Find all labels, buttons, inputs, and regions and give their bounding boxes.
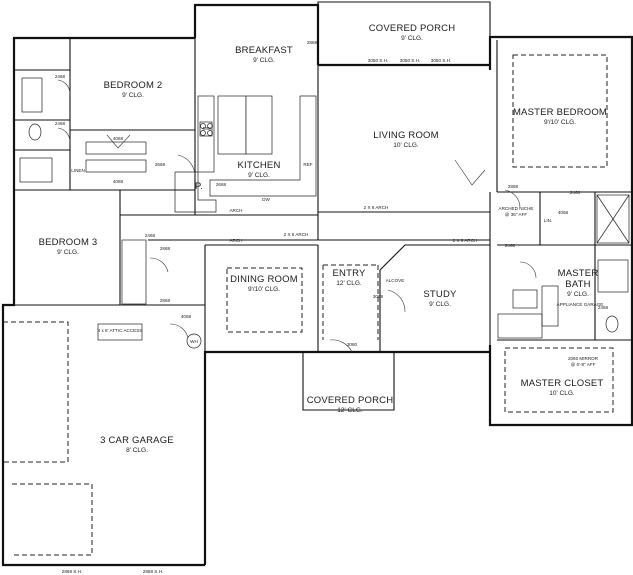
ceiling-outlines — [3, 54, 614, 556]
arch-label: 2 X 6 ARCH — [284, 232, 309, 237]
linen-label: LIN. — [544, 218, 552, 223]
door-label: 2468 — [505, 243, 516, 248]
room-covered-porch-top: COVERED PORCH 9' CLG. — [369, 23, 456, 42]
room-entry: ENTRY 12' CLG. — [332, 268, 365, 287]
covered-porch-front-clg: 12' CLG. — [337, 407, 363, 414]
door-label: 2468 — [145, 233, 156, 238]
kitchen-clg: 9' CLG. — [248, 172, 270, 179]
living-room-clg: 10' CLG. — [393, 142, 419, 149]
door-label: 2868 — [160, 298, 171, 303]
window-label: 3050 S.H. — [368, 58, 388, 63]
study-clg: 9' CLG. — [429, 301, 451, 308]
master-bedroom-name: MASTER BEDROOM — [513, 107, 607, 118]
room-bedroom-3: BEDROOM 3 9' CLG. — [39, 237, 98, 256]
annotations: 3050 S.H. 3050 S.H. 3050 S.H. 2868 2468 … — [55, 40, 609, 574]
bedroom-2-clg: 9' CLG. — [122, 92, 144, 99]
master-bath-name-2: BATH — [565, 279, 590, 290]
door-label: 2468 — [55, 74, 66, 79]
water-heater-icon — [186, 333, 202, 349]
master-bath-clg: 9' CLG. — [567, 291, 589, 298]
niche-label: ARCHED NICHE — [499, 206, 534, 211]
door-label: 4068 — [558, 210, 569, 215]
mirror-label: 2060 MIRROR — [568, 356, 599, 361]
door-label: 4068 — [113, 136, 124, 141]
room-master-closet: MASTER CLOSET 10' CLG. — [521, 378, 604, 397]
bedroom-3-name: BEDROOM 3 — [39, 237, 98, 248]
appliance-label: DW — [262, 197, 270, 202]
appliance-label: REF — [303, 162, 312, 167]
cooktop-icon — [200, 123, 213, 136]
master-closet-clg: 10' CLG. — [549, 390, 575, 397]
door-label: 2468 — [570, 190, 581, 195]
door-label: 2868 — [307, 40, 318, 45]
entry-clg: 12' CLG. — [336, 280, 362, 287]
breakfast-name: BREAKFAST — [235, 45, 293, 56]
garage-door-label: 2868 S.H. — [143, 569, 163, 574]
linen-label: LINEN — [71, 168, 85, 173]
door-label: 3068 — [373, 294, 384, 299]
room-master-bath: MASTER BATH 9' CLG. — [558, 268, 599, 298]
mirror-aff-label: @ 6'-8" AFF — [571, 362, 596, 367]
room-study: STUDY 9' CLG. — [423, 289, 457, 308]
appliance-label: WH — [190, 339, 198, 344]
door-label: 4068 — [181, 314, 192, 319]
covered-porch-front-name: COVERED PORCH — [307, 395, 394, 406]
door-label: 2868 — [508, 184, 519, 189]
garage-clg: 8' CLG. — [126, 447, 148, 454]
room-garage: 3 CAR GARAGE 8' CLG. — [100, 435, 174, 454]
dining-room-clg: 9'/10' CLG. — [248, 286, 280, 293]
entry-name: ENTRY — [332, 268, 365, 279]
arch-label: 2 X 6 ARCH — [453, 238, 478, 243]
appliance-garage-label: APPLIANCE GARAGE — [557, 302, 604, 307]
appliance-label: MW — [203, 126, 212, 131]
kitchen-name: KITCHEN — [237, 160, 280, 171]
master-bedroom-clg: 9'/10' CLG. — [544, 119, 576, 126]
niche-aff-label: @ 36" AFF — [505, 212, 528, 217]
alcove-label: ALCOVE — [386, 278, 405, 283]
master-bath-name-1: MASTER — [558, 268, 599, 279]
attic-access-label: 4 x 8' ATTIC ACCESS — [98, 328, 143, 333]
kitchen-fixtures — [199, 95, 273, 155]
window-label: 3050 S.H. — [431, 58, 451, 63]
door-label: 4068 — [113, 179, 124, 184]
dining-room-name: DINING ROOM — [230, 274, 298, 285]
window-label: 3050 S.H. — [400, 58, 420, 63]
study-name: STUDY — [423, 289, 457, 300]
attic-access-box — [97, 323, 143, 341]
room-living-room: LIVING ROOM 10' CLG. — [373, 130, 439, 149]
arch-label: ARCH — [229, 208, 242, 213]
room-covered-porch-front: COVERED PORCH 12' CLG. — [307, 395, 394, 414]
covered-porch-top-name: COVERED PORCH — [369, 23, 456, 34]
garage-door-label: 2868 S.H. — [62, 569, 82, 574]
door-label: 3080 — [347, 342, 358, 347]
living-room-name: LIVING ROOM — [373, 130, 439, 141]
room-kitchen: KITCHEN 9' CLG. — [237, 160, 280, 179]
door-label: 2468 — [55, 121, 66, 126]
room-breakfast: BREAKFAST 9' CLG. — [235, 45, 293, 64]
interior-walls — [14, 38, 632, 352]
room-dining-room: DINING ROOM 9'/10' CLG. — [230, 274, 298, 293]
arch-label: ARCH — [229, 238, 242, 243]
pantry-name: P. — [195, 181, 203, 192]
door-label: 2868 — [160, 246, 171, 251]
garage-name: 3 CAR GARAGE — [100, 435, 174, 446]
room-master-bedroom: MASTER BEDROOM 9'/10' CLG. — [513, 107, 607, 126]
bedroom-2-name: BEDROOM 2 — [104, 80, 163, 91]
arch-label: 2 X 6 ARCH — [364, 205, 389, 210]
door-label: 2468 — [598, 305, 609, 310]
room-bedroom-2: BEDROOM 2 9' CLG. — [104, 80, 163, 99]
door-label: 2668 — [216, 182, 227, 187]
breakfast-clg: 9' CLG. — [253, 57, 275, 64]
covered-porch-top-clg: 9' CLG. — [401, 35, 423, 42]
door-label: 2668 — [155, 162, 166, 167]
bedroom-3-clg: 9' CLG. — [57, 249, 79, 256]
master-closet-name: MASTER CLOSET — [521, 378, 604, 389]
door-swings — [57, 79, 537, 353]
